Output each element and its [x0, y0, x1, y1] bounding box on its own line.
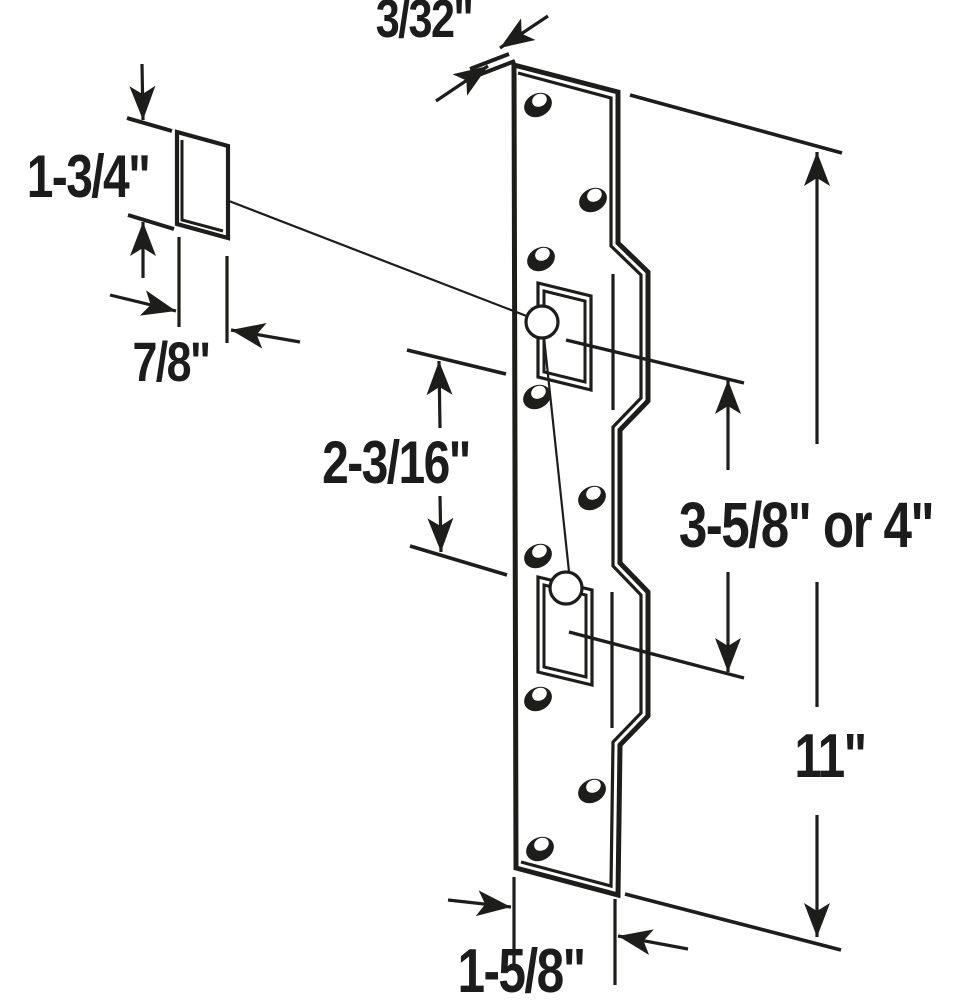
keeper-plate-detail [174, 129, 231, 241]
dim-latch-spacing [565, 338, 745, 680]
screw-hole-3 [527, 246, 555, 272]
dimension-label-keeper-width: 7/8" [132, 330, 211, 393]
dim-plate-width [447, 877, 689, 985]
screw-hole-1 [524, 92, 552, 118]
screw-hole-5 [578, 485, 606, 511]
dim-opening-gap [406, 348, 508, 577]
dim-keeper-width [109, 237, 301, 349]
dim-plate-height [624, 93, 843, 952]
leader-line-upper-to-lower-latch [541, 327, 572, 582]
screw-hole-8 [578, 778, 606, 804]
leader-lines [228, 199, 572, 582]
strike-plate [511, 61, 651, 899]
dim-keeper-height [126, 63, 175, 278]
dimension-label-plate-height: 11" [794, 722, 867, 791]
strike-plate-edge-thickness-line [517, 71, 643, 889]
dim-thickness [435, 14, 549, 103]
dimension-label-thickness: 3/32" [375, 0, 474, 49]
latch-bolt-circle-upper [524, 304, 560, 340]
strike-plate-outline [511, 61, 651, 899]
dimension-label-opening-gap: 2-3/16" [322, 429, 471, 496]
screw-hole-7 [524, 686, 552, 712]
screw-hole-9 [526, 836, 554, 862]
screw-hole-2 [579, 187, 607, 213]
dimension-label-plate-width: 1-5/8" [457, 937, 587, 1000]
latch-bolt-circle-lower [548, 570, 584, 606]
screw-hole-6 [524, 543, 552, 569]
dimension-label-keeper-height: 1-3/4" [26, 143, 151, 210]
leader-line-keeper-to-plate [228, 199, 543, 324]
latch-opening-upper [536, 280, 593, 393]
dimension-label-latch-spacing: 3-5/8" or 4" [678, 489, 935, 561]
screw-hole-4 [523, 384, 551, 410]
